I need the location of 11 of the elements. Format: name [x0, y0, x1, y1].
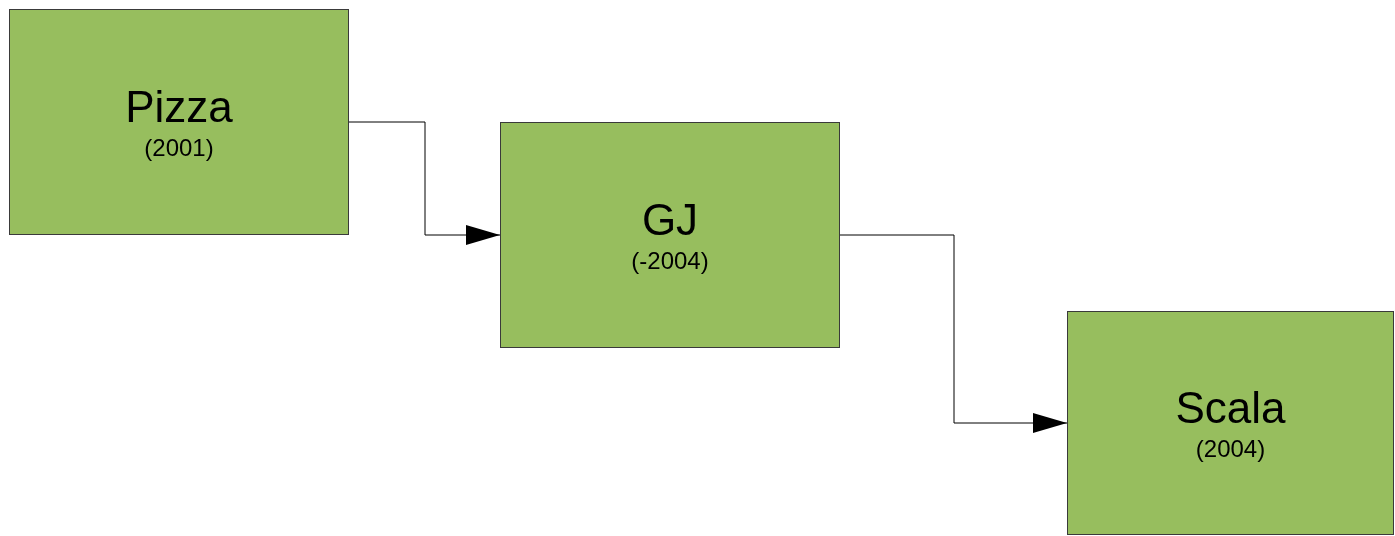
box-subtitle: (2004) [1195, 434, 1266, 464]
box-title: Pizza [125, 81, 233, 133]
arrow [839, 234, 1068, 433]
arrow [348, 121, 501, 245]
process-box [9, 9, 349, 235]
box-subtitle: (2001) [144, 133, 214, 163]
box-title: GJ [641, 194, 699, 246]
box-subtitle: (-2004) [631, 246, 709, 276]
process-box [1067, 311, 1394, 535]
process-box [500, 122, 840, 348]
box-title: Scala [1175, 382, 1286, 434]
